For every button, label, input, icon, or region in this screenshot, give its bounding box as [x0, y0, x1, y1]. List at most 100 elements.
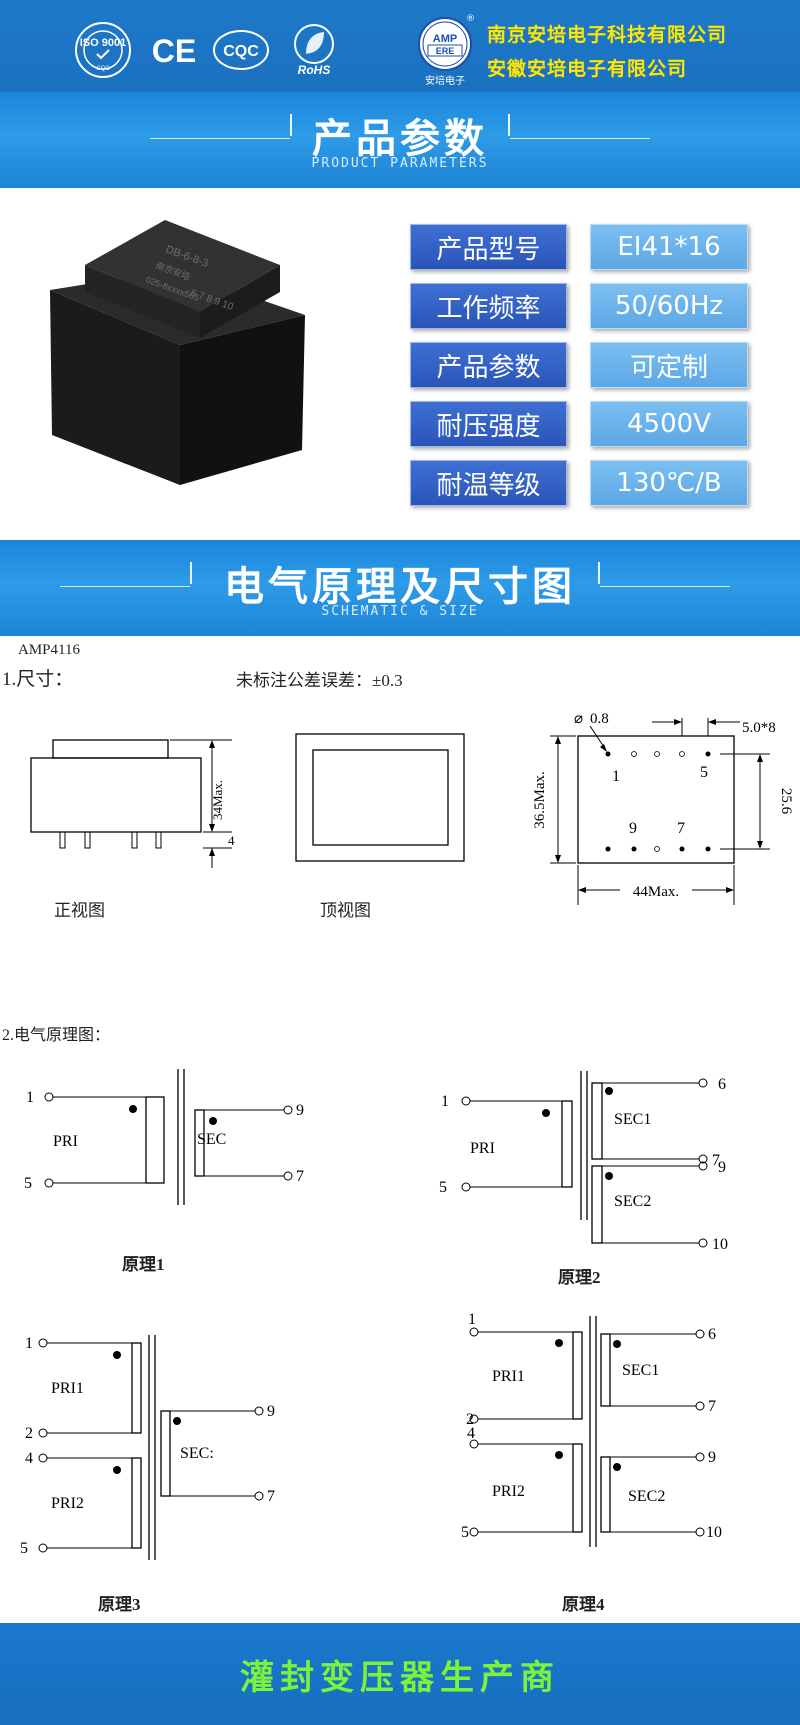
d1-caption: 原理1: [122, 1255, 165, 1274]
d3-pin-4: 4: [25, 1450, 33, 1467]
svg-text:AMP: AMP: [433, 33, 457, 45]
d3-pri1-label: PRI1: [51, 1380, 84, 1397]
param-label-temp: 耐温等级: [410, 460, 567, 506]
d1-pri-label: PRI: [53, 1133, 78, 1150]
d2-sec2-label: SEC2: [614, 1193, 651, 1210]
d2-pin-6: 6: [718, 1076, 726, 1093]
iso-logo-sub: CQC: [96, 66, 110, 72]
d4-pin-4: 4: [467, 1425, 475, 1442]
dim-row-span: 25.6: [778, 788, 794, 815]
d4-pin-7: 7: [708, 1398, 716, 1415]
company-name-2: 安徽安培电子有限公司: [487, 58, 688, 80]
ampere-logo: AMP ERE 安培电子: [414, 14, 476, 88]
rohs-logo: RoHS: [288, 22, 340, 78]
d4-caption: 原理4: [562, 1595, 605, 1614]
d4-pri2-label: PRI2: [492, 1483, 525, 1500]
pin-label-7: 7: [677, 820, 685, 837]
param-value-temp: 130℃/B: [590, 460, 748, 506]
d4-pin-6: 6: [708, 1326, 716, 1343]
d2-pin-5: 5: [439, 1179, 447, 1196]
dims-heading: 1.尺寸：: [2, 669, 74, 690]
d4-pin-9: 9: [708, 1449, 716, 1466]
model-number: AMP4116: [18, 642, 80, 658]
dim-pitch: 5.0*8: [742, 720, 776, 736]
d2-pri-label: PRI: [470, 1140, 495, 1157]
d2-pin-10: 10: [712, 1236, 728, 1253]
ce-logo-text: CE: [152, 33, 196, 69]
footer-slogan: 灌封变压器生产商: [240, 1658, 560, 1698]
d1-pin-7: 7: [296, 1168, 304, 1185]
param-label-model: 产品型号: [410, 224, 567, 270]
cqc-logo-text: CQC: [223, 43, 259, 60]
schematic-heading: 2.电气原理图：: [2, 1027, 111, 1044]
d3-caption: 原理3: [98, 1595, 141, 1614]
d3-pin-2: 2: [25, 1425, 33, 1442]
schematic-diagram-1: 1 5 9 7 PRI SEC: [24, 1069, 304, 1205]
dim-depth: 36.5Max.: [532, 771, 548, 829]
d1-sec-label: SEC: [197, 1131, 226, 1148]
ce-logo: CE: [150, 22, 198, 78]
d4-pin-10: 10: [706, 1524, 722, 1541]
registered-mark-icon: ®: [466, 14, 475, 24]
d3-pin-7: 7: [267, 1488, 275, 1505]
top-view-drawing: [295, 733, 465, 862]
dim-height: 34Max.: [210, 780, 225, 820]
section-subtitle-params: PRODUCT PARAMETERS: [311, 156, 489, 171]
d4-pin-1: 1: [468, 1312, 476, 1328]
iso-logo-name: ISO 9001: [80, 37, 126, 49]
top-view-label: 顶视图: [320, 901, 371, 920]
product-photo: DB-6-8-3 南京安培 025-8xxxx565 6 7 8 9 10: [40, 220, 330, 490]
d4-pin-2: 2: [466, 1411, 474, 1428]
pin-label-5: 5: [700, 764, 708, 781]
company-name-1: 南京安培电子科技有限公司: [487, 24, 728, 46]
cqc-logo: CQC: [212, 22, 270, 78]
d1-pin-1: 1: [26, 1089, 34, 1106]
d2-sec1-label: SEC1: [614, 1111, 651, 1128]
front-view-label: 正视图: [54, 901, 105, 920]
rohs-logo-text: RoHS: [298, 63, 331, 77]
d3-sec-label: SEC:: [180, 1445, 214, 1462]
param-label-voltage: 耐压强度: [410, 401, 567, 447]
schematic-diagram-2: 1 5 6 7 9 10 PRI SEC1 SEC2: [439, 1071, 728, 1253]
bottom-view-drawing: ⌀ 0.8 5.0*8 36.5Max. 25.6 44Max.: [532, 711, 794, 905]
d4-pin-5: 5: [461, 1524, 469, 1541]
pin-label-1: 1: [612, 768, 620, 785]
iso-9001-logo: ISO 9001 CQC: [74, 22, 132, 78]
section-subtitle-schematic: SCHEMATIC & SIZE: [321, 604, 479, 619]
dim-width: 44Max.: [633, 884, 679, 900]
svg-text:⌀: ⌀: [574, 711, 583, 727]
d3-pin-5: 5: [20, 1540, 28, 1557]
param-value-params: 可定制: [590, 342, 748, 388]
d4-sec1-label: SEC1: [622, 1362, 659, 1379]
section-banner-schematic: 电气原理及尺寸图 SCHEMATIC & SIZE: [0, 540, 800, 636]
dim-diameter: 0.8: [590, 711, 609, 727]
param-label-frequency: 工作频率: [410, 283, 567, 329]
param-value-voltage: 4500V: [590, 401, 748, 447]
front-view-drawing: 34Max. 4: [30, 739, 235, 868]
d4-pri1-label: PRI1: [492, 1368, 525, 1385]
header-bar: [0, 0, 800, 98]
dim-pin-length: 4: [228, 833, 235, 848]
d4-sec2-label: SEC2: [628, 1488, 665, 1505]
d1-pin-5: 5: [24, 1175, 32, 1192]
param-value-frequency: 50/60Hz: [590, 283, 748, 329]
d1-pin-9: 9: [296, 1102, 304, 1119]
d2-caption: 原理2: [558, 1268, 601, 1287]
footer-bar: [0, 1623, 800, 1725]
d3-pin-1: 1: [25, 1335, 33, 1352]
tolerance-note: 未标注公差误差：±0.3: [236, 671, 403, 690]
d2-pin-9: 9: [718, 1159, 726, 1176]
ampere-logo-cn: 安培电子: [425, 74, 465, 87]
d2-pin-7: 7: [712, 1152, 720, 1169]
schematic-diagram-3: 1 2 4 5 9 7 PRI1 PRI2 SEC:: [20, 1335, 275, 1560]
param-label-params: 产品参数: [410, 342, 567, 388]
d3-pin-9: 9: [267, 1403, 275, 1420]
pin-label-9: 9: [629, 820, 637, 837]
d3-pri2-label: PRI2: [51, 1495, 84, 1512]
d2-pin-1: 1: [441, 1093, 449, 1110]
schematic-diagram-4: 1 2 4 5 6 7 9 10 PRI1 PRI2 SEC1 SEC2: [461, 1312, 722, 1547]
param-value-model: EI41*16: [590, 224, 748, 270]
section-title-params: 产品参数: [312, 116, 488, 162]
section-title-schematic: 电气原理及尺寸图: [224, 564, 576, 610]
